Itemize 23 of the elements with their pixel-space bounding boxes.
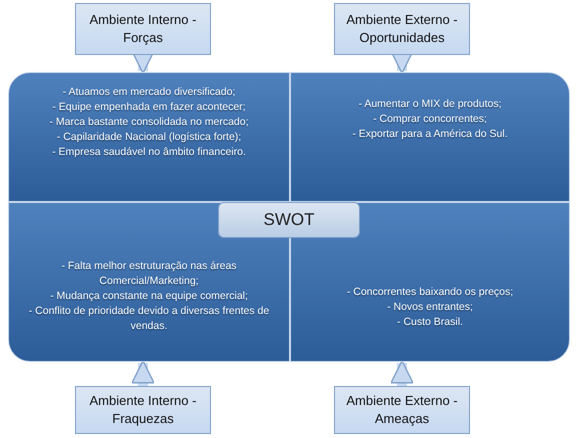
bullet-text: - Conflito de prioridade devido a diversas frentes de vendas. [28, 304, 270, 334]
bullet-text: - Marca bastante consolidada no mercado; [49, 115, 249, 130]
bullet-text: - Equipe empenhada em fazer acontecer; [52, 100, 246, 115]
bullet-text: - Novos entrantes; [387, 300, 473, 315]
category-box: Ambiente Interno - Forças [75, 3, 211, 55]
bullet-text: - Concorrentes baixando os preços; [346, 285, 514, 300]
bullet-text: - Mudança constante na equipe comercial; [50, 289, 248, 304]
block-arrow [131, 360, 155, 386]
quadrant-panel [8, 72, 290, 202]
block-arrow [390, 360, 414, 386]
category-box: Ambiente Interno - Fraquezas [75, 386, 211, 434]
bullet-text: - Falta melhor estruturação nas áreas Comercial/Marketing; [60, 259, 238, 289]
bullet-text: - Exportar para a América do Sul. [352, 127, 508, 142]
title-box: SWOT [218, 202, 360, 238]
category-box: Ambiente Externo - Oportunidades [334, 3, 470, 55]
bullet-text: - Comprar concorrentes; [373, 112, 487, 127]
bullet-text: - Capilaridade Nacional (logística forte); [56, 130, 242, 145]
bullet-text: - Custo Brasil. [397, 315, 463, 330]
quadrant-panel [290, 72, 570, 202]
bullet-text: - Empresa saudável no âmbito financeiro. [52, 145, 246, 160]
category-box: Ambiente Externo - Ameaças [334, 386, 470, 434]
bullet-text: - Atuamos em mercado diversificado; [62, 85, 236, 100]
bullet-text: - Aumentar o MIX de produtos; [358, 97, 502, 112]
